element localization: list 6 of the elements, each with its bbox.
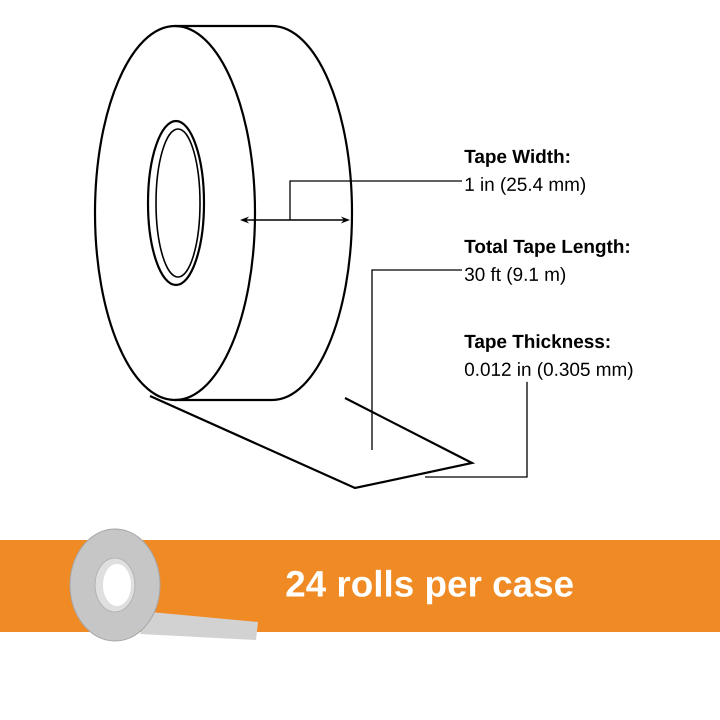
dimension-label: Tape Width: 1 in (25.4 mm) <box>464 149 586 195</box>
leader-line <box>425 382 528 478</box>
leader-line <box>371 269 462 450</box>
leader-line <box>289 180 462 220</box>
dimension-label: Total Tape Length: 30 ft (9.1 m) <box>464 239 629 285</box>
dimension-label: Tape Thickness: 0.012 in (0.305 mm) <box>464 334 632 380</box>
